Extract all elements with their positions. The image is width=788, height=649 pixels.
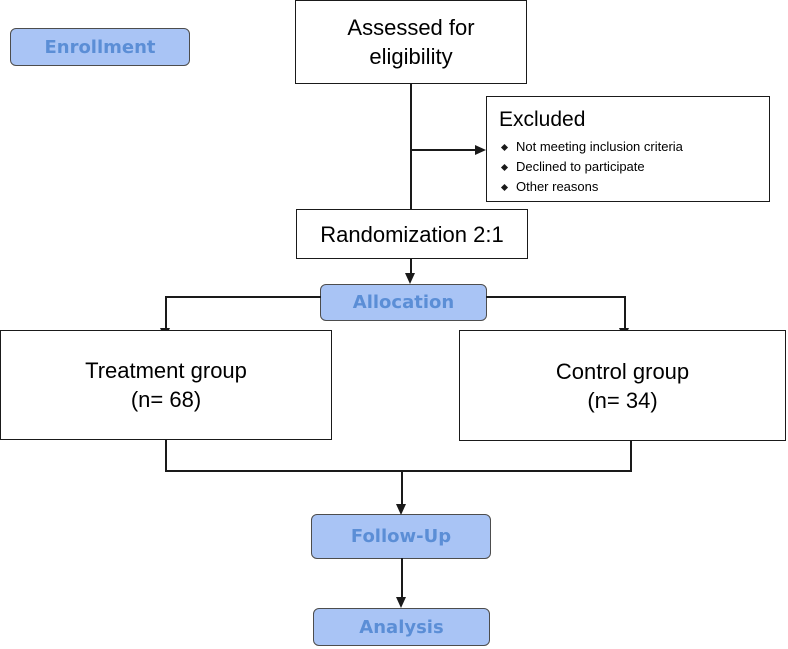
excluded-item-label: Other reasons — [516, 179, 599, 194]
connector-merge-down — [401, 470, 403, 505]
excluded-box: Excluded Not meeting inclusion criteria … — [486, 96, 770, 202]
stage-analysis: Analysis — [313, 608, 490, 646]
randomization-label: Randomization 2:1 — [320, 221, 504, 247]
treatment-box: Treatment group (n= 68) — [0, 330, 332, 440]
excluded-list: Not meeting inclusion criteria Declined … — [499, 137, 757, 197]
arrow-to-allocation — [405, 273, 415, 284]
excluded-item-label: Declined to participate — [516, 159, 645, 174]
control-name: Control group — [555, 358, 690, 384]
connector-assessed-down — [410, 84, 412, 209]
control-box: Control group (n= 34) — [459, 330, 786, 441]
stage-analysis-label: Analysis — [359, 616, 444, 638]
excluded-item: Other reasons — [499, 177, 757, 197]
connector-allocation-right — [486, 296, 625, 298]
bullet-diamond-icon — [500, 143, 509, 151]
connector-treatment-down — [165, 439, 167, 471]
connector-merge — [165, 470, 632, 472]
connector-follow-up-down — [401, 558, 403, 598]
connector-to-excluded — [410, 149, 476, 151]
bullet-diamond-icon — [500, 163, 509, 171]
arrow-to-analysis — [396, 597, 406, 608]
arrow-to-follow-up — [396, 504, 406, 515]
bullet-diamond-icon — [500, 183, 509, 191]
stage-enrollment-label: Enrollment — [44, 36, 156, 58]
excluded-item: Not meeting inclusion criteria — [499, 137, 757, 157]
connector-left-down — [165, 296, 167, 329]
connector-right-down — [624, 296, 626, 329]
stage-allocation-label: Allocation — [352, 292, 455, 313]
randomization-box: Randomization 2:1 — [296, 209, 528, 259]
arrow-to-excluded — [475, 145, 486, 155]
treatment-name: Treatment group — [85, 358, 247, 383]
treatment-n: (n= 68) — [130, 387, 202, 412]
connector-randomization-down — [410, 258, 412, 275]
stage-enrollment: Enrollment — [10, 28, 190, 66]
excluded-title: Excluded — [499, 108, 586, 131]
excluded-item: Declined to participate — [499, 157, 757, 177]
stage-allocation: Allocation — [320, 284, 487, 321]
assessed-label: Assessed for eligibility — [347, 15, 475, 69]
stage-follow-up-label: Follow-Up — [350, 526, 452, 547]
connector-control-down — [630, 440, 632, 471]
stage-follow-up: Follow-Up — [311, 514, 491, 559]
excluded-item-label: Not meeting inclusion criteria — [516, 139, 683, 154]
connector-allocation-left — [165, 296, 321, 298]
assessed-box: Assessed for eligibility — [295, 0, 527, 84]
control-n: (n= 34) — [587, 387, 658, 413]
